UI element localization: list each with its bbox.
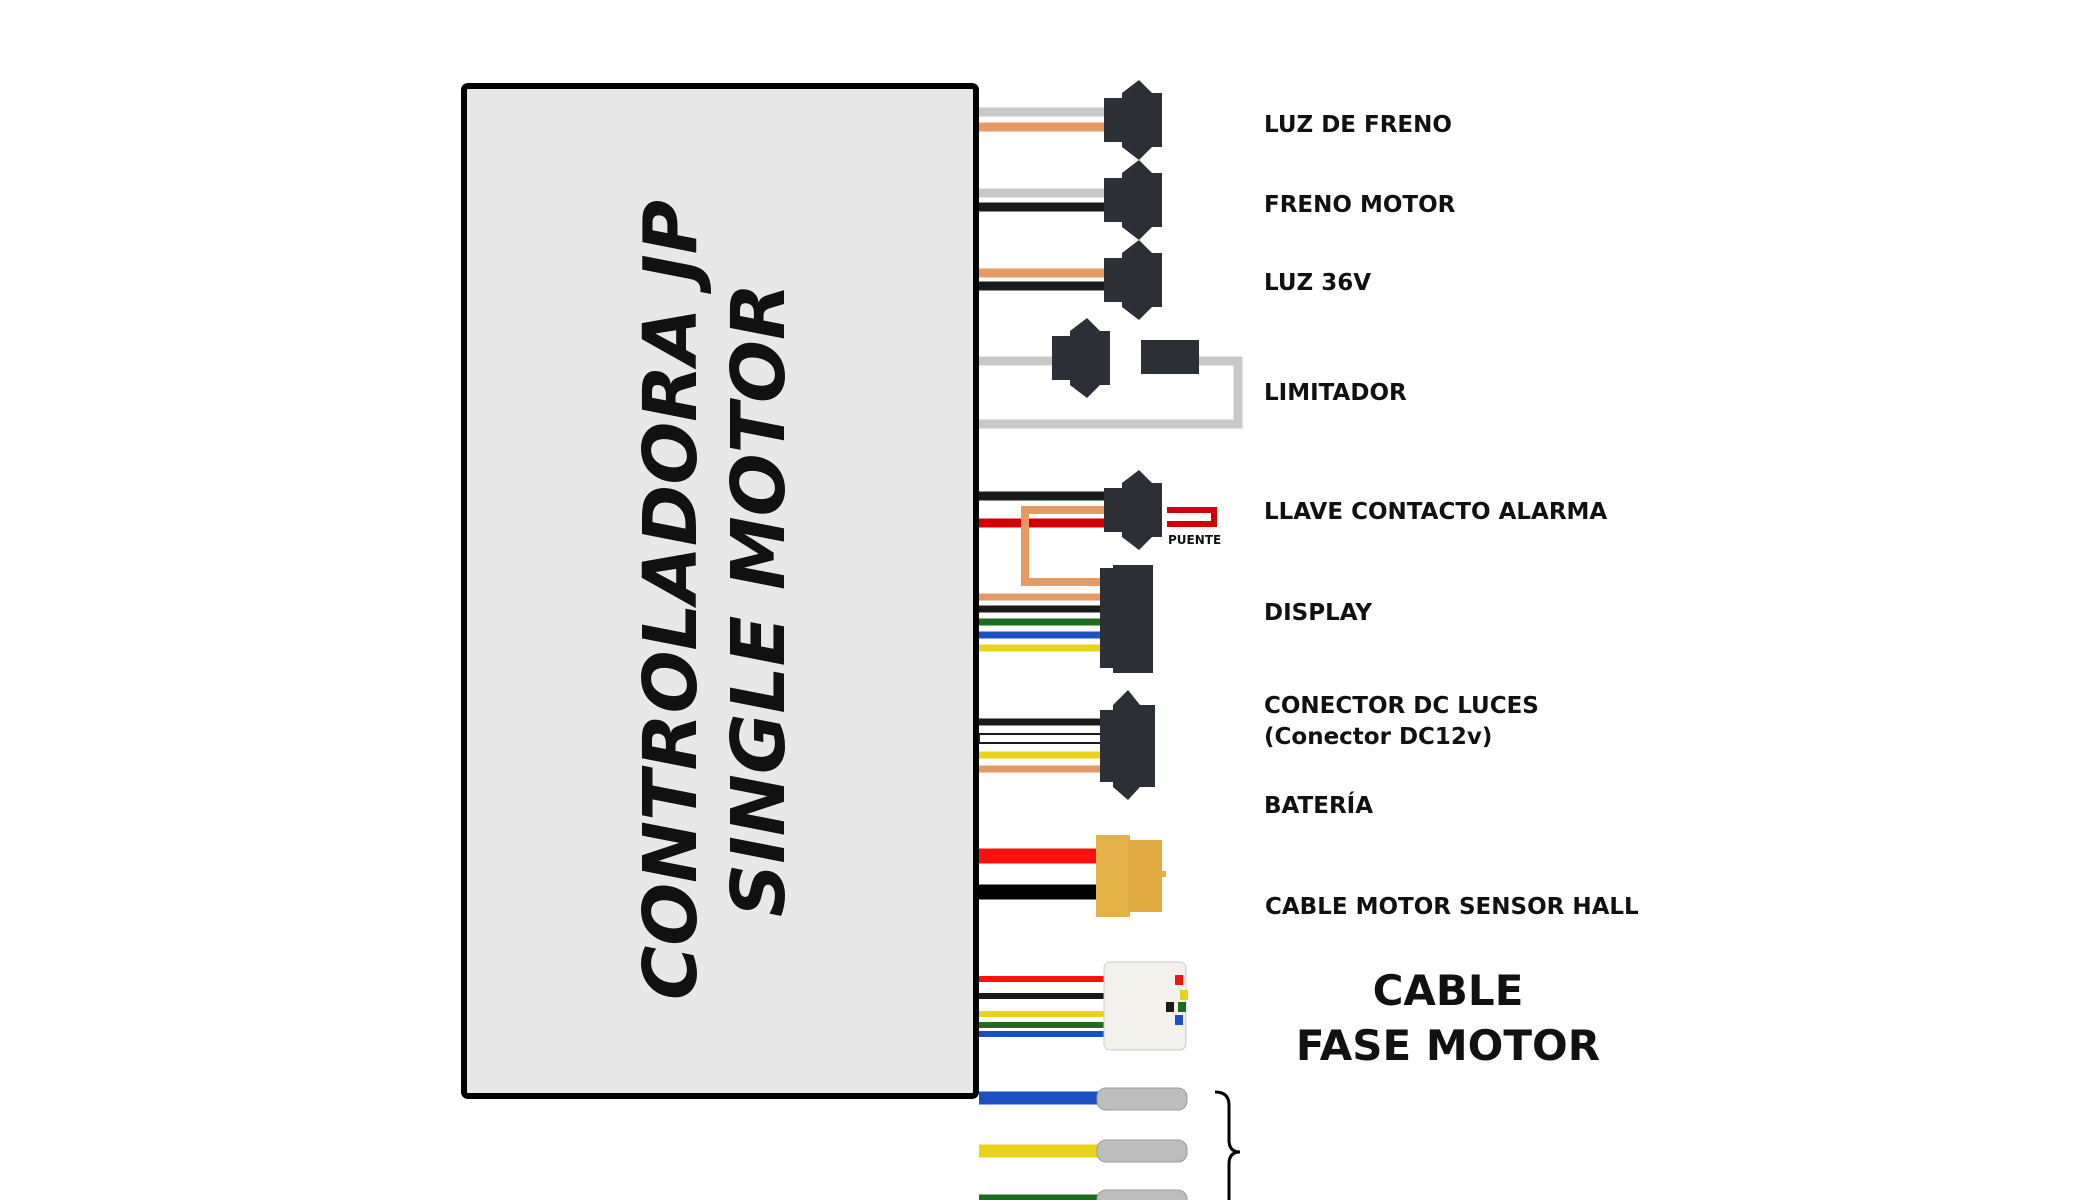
label-hall: CABLE MOTOR SENSOR HALL: [1265, 894, 1639, 920]
fase-motor-cables: [979, 1087, 1241, 1200]
llave-cable: PUENTE: [979, 470, 1221, 586]
luz-freno-connector: [1104, 80, 1162, 160]
luz-36v-cable: [979, 240, 1162, 320]
label-dc-luces-2: (Conector DC12v): [1264, 724, 1492, 750]
hall-cable: [979, 961, 1188, 1051]
label-bateria: BATERÍA: [1264, 791, 1373, 819]
label-fase-2: FASE MOTOR: [1296, 1021, 1600, 1070]
freno-motor-cable: [979, 160, 1162, 240]
controller-title-line1: CONTROLADORA JP: [628, 200, 714, 1000]
dc-luces-cable: [978, 690, 1155, 800]
limitador-cable: [979, 318, 1243, 429]
label-display: DISPLAY: [1264, 600, 1372, 626]
luz-36v-connector: [1104, 240, 1162, 320]
label-freno-motor: FRENO MOTOR: [1264, 192, 1456, 218]
label-luz-freno: LUZ DE FRENO: [1264, 112, 1452, 138]
freno-motor-connector: [1104, 160, 1162, 240]
label-fase-1: CABLE: [1373, 966, 1524, 1015]
puente-jumper: [1167, 507, 1217, 527]
brace: [1214, 1090, 1241, 1200]
label-dc-luces-1: CONECTOR DC LUCES: [1264, 693, 1539, 719]
controller-title-line2: SINGLE MOTOR: [716, 283, 802, 917]
label-llave: LLAVE CONTACTO ALARMA: [1264, 499, 1607, 525]
display-cable: [979, 565, 1153, 673]
label-limitador: LIMITADOR: [1264, 380, 1407, 406]
label-luz-36v: LUZ 36V: [1264, 270, 1371, 296]
label-puente: PUENTE: [1168, 533, 1221, 547]
luz-freno-cable: [979, 80, 1162, 160]
controller-box: CONTROLADORA JP SINGLE MOTOR: [461, 83, 979, 1099]
bateria-cable: [979, 835, 1166, 917]
